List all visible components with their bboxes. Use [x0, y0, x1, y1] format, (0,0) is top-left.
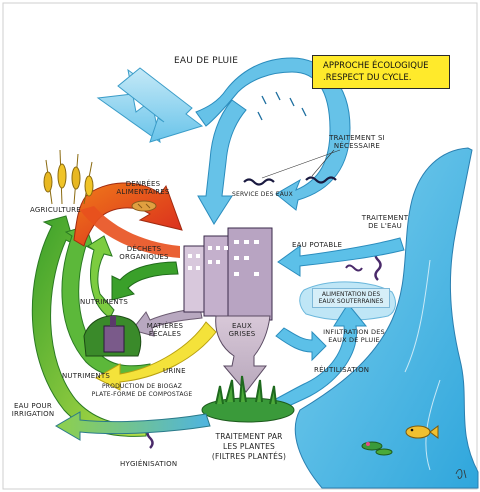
- label-eaux-grises-line1: EAUX: [232, 322, 252, 330]
- compost-site: [83, 315, 142, 357]
- label-nutriments-1: NUTRIMENTS: [80, 298, 128, 306]
- label-matieres-line2: FÉCALES: [148, 330, 182, 338]
- dechets-arrow: [111, 261, 179, 301]
- label-traitement-eau-line1: TRAITEMENT: [361, 214, 409, 222]
- label-traitement-plantes-line3: (FILTRES PLANTÉS): [211, 452, 287, 461]
- label-traitement-plantes-line2: LES PLANTES: [223, 442, 275, 451]
- label-nutriments-2: NUTRIMENTS: [62, 372, 110, 380]
- title-box: APPROCHE ÉCOLOGIQUE .RESPECT DU CYCLE.: [312, 55, 450, 89]
- label-traitement-eau-line2: DE L'EAU: [368, 222, 402, 230]
- label-matieres-line1: MATIÈRES: [146, 322, 184, 330]
- urine-arrow: [94, 321, 217, 391]
- label-traitement-eau: TRAITEMENT DE L'EAU: [356, 214, 414, 230]
- label-eaux-grises-line2: GRISES: [228, 330, 256, 338]
- label-biogaz-line2: PLATE-FORME DE COMPOSTAGE: [91, 391, 193, 398]
- label-alimentation-souterraines: ALIMENTATION DES EAUX SOUTERRAINES: [312, 288, 390, 308]
- label-eau-irrigation-line2: IRRIGATION: [11, 410, 55, 418]
- treatment-squiggle-4: [345, 264, 363, 272]
- label-eau-potable: EAU POTABLE: [292, 241, 343, 249]
- label-infiltration-line2: EAUX DE PLUIE: [328, 336, 380, 344]
- title-line-1: APPROCHE ÉCOLOGIQUE: [323, 61, 429, 71]
- label-denrees-line1: DENRÉES: [125, 180, 161, 188]
- label-dechets: DÉCHETS ORGANIQUES: [114, 245, 174, 261]
- bread-icon: [131, 200, 157, 212]
- label-reutilisation: RÉUTILISATION: [314, 366, 370, 374]
- label-traitement-plantes-line1: TRAITEMENT PAR: [215, 432, 283, 441]
- label-eau-irrigation: EAU POUR IRRIGATION: [8, 402, 58, 418]
- label-denrees: DENRÉES ALIMENTAIRES: [110, 180, 176, 196]
- green-arrow-inner: [87, 235, 115, 319]
- label-traitement-si: TRAITEMENT SI NÉCESSAIRE: [312, 134, 402, 150]
- label-dechets-line1: DÉCHETS: [126, 245, 162, 253]
- signature: [455, 469, 467, 479]
- label-traitement-si-line2: NÉCESSAIRE: [333, 142, 381, 150]
- label-alimentation-line1: ALIMENTATION DES: [321, 291, 381, 298]
- eau-potable-arrow: [277, 237, 405, 277]
- label-biogaz: PRODUCTION DE BIOGAZ PLATE-FORME DE COMP…: [86, 383, 198, 399]
- wheat-icon: [43, 149, 94, 205]
- treatment-squiggle-2: [305, 176, 337, 184]
- label-traitement-plantes: TRAITEMENT PAR LES PLANTES (FILTRES PLAN…: [204, 432, 294, 462]
- label-traitement-si-line1: TRAITEMENT SI: [329, 134, 385, 142]
- feces-arrow: [131, 307, 203, 337]
- label-eau-irrigation-line1: EAU POUR: [14, 402, 52, 410]
- label-agriculture: AGRICULTURE: [30, 206, 81, 214]
- label-dechets-line2: ORGANIQUES: [119, 253, 169, 261]
- label-hygienisation: HYGIÉNISATION: [120, 460, 178, 468]
- label-urine: URINE: [163, 367, 186, 375]
- hygienisation-arrow: [55, 411, 211, 441]
- fish-icon: [405, 425, 439, 439]
- rain-arrow-2: [117, 67, 204, 143]
- eaux-grises-arrow: [215, 315, 271, 393]
- label-denrees-line2: ALIMENTAIRES: [116, 188, 170, 196]
- label-matieres-fecales: MATIÈRES FÉCALES: [140, 322, 190, 338]
- title-line-2: .RESPECT DU CYCLE.: [323, 73, 412, 83]
- rain-drops: [257, 91, 307, 121]
- city-buildings: [183, 227, 273, 321]
- water-down-arrow: [197, 99, 247, 225]
- label-alimentation-line2: EAUX SOUTERRAINES: [318, 298, 384, 305]
- label-eau-de-pluie: EAU DE PLUIE: [174, 56, 239, 66]
- label-eaux-grises: EAUX GRISES: [222, 322, 262, 338]
- treatment-squiggle-1: [243, 178, 275, 186]
- plant-filter-bed: [201, 375, 295, 423]
- label-infiltration: INFILTRATION DES EAUX DE PLUIE: [310, 328, 398, 344]
- lily-pads: [361, 441, 393, 456]
- grey-to-groundwater-arrow: [275, 327, 327, 362]
- label-biogaz-line1: PRODUCTION DE BIOGAZ: [101, 383, 183, 390]
- denrees-arrow: [73, 182, 183, 247]
- label-infiltration-line1: INFILTRATION DES: [323, 328, 385, 336]
- label-service-des-eaux: SERVICE DES EAUX: [232, 191, 293, 198]
